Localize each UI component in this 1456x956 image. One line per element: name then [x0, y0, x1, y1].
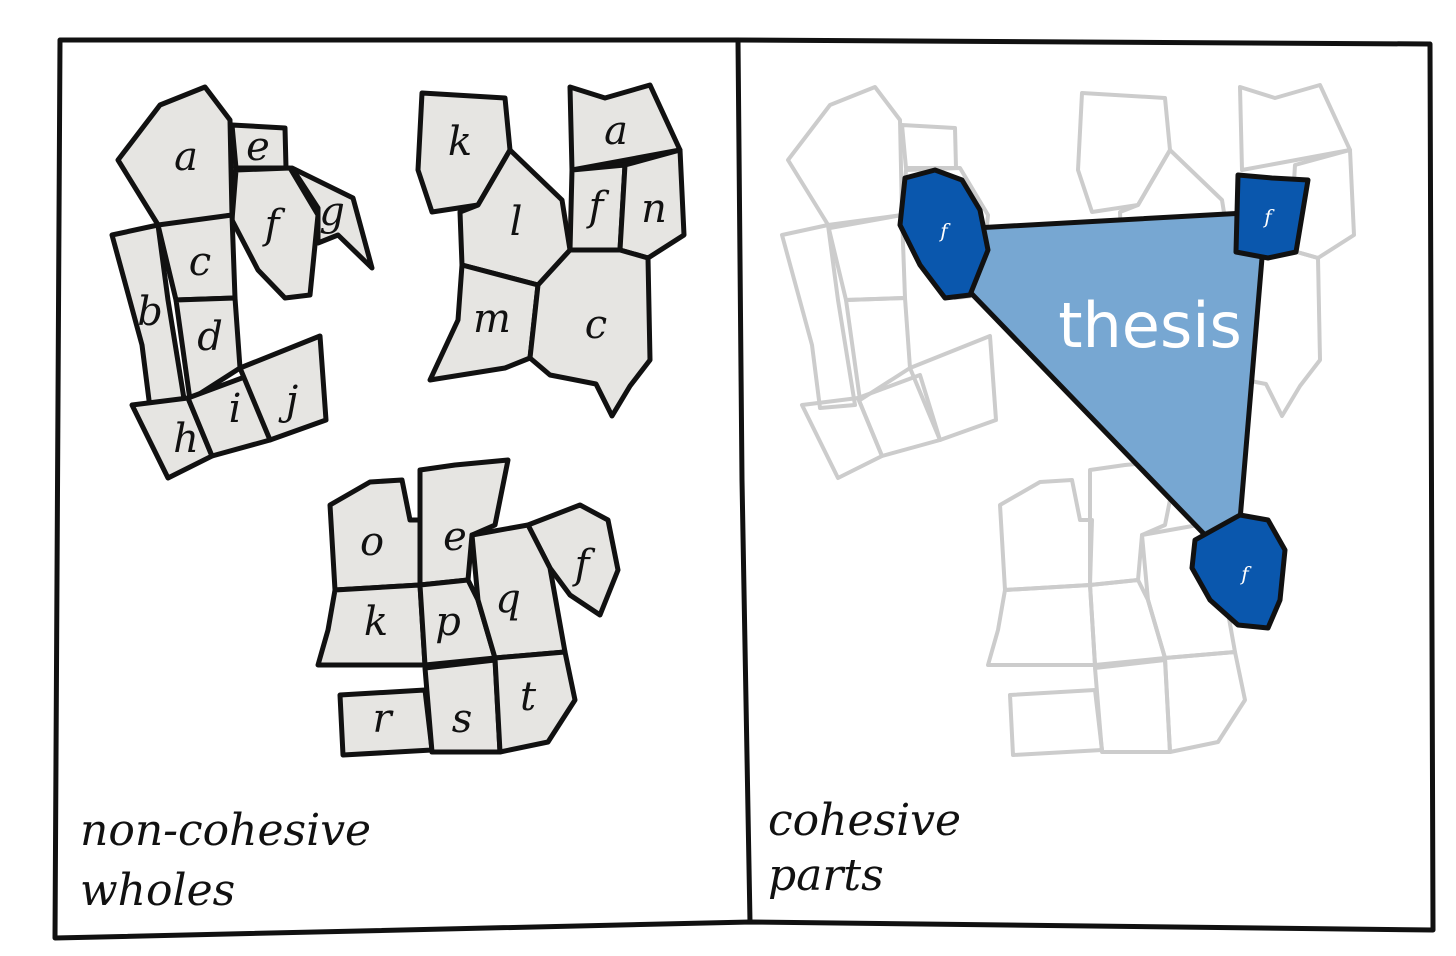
piece: [617, 147, 687, 261]
cell-label: q: [495, 576, 521, 622]
cluster-2: k a l f n m c: [415, 82, 687, 419]
ghost-piece: [780, 223, 857, 410]
right-caption-line1: cohesive: [768, 795, 961, 846]
cell-label: c: [189, 239, 211, 285]
cell-label: p: [435, 599, 461, 645]
cluster-1: a e f g b c d h i j: [109, 84, 375, 481]
left-caption-line1: non-cohesive: [80, 805, 371, 856]
panel-frame: [52, 37, 1436, 941]
panel-divider: [735, 39, 753, 923]
cell-label: k: [448, 119, 472, 165]
cell-label: h: [173, 416, 199, 462]
piece: [289, 165, 375, 271]
piece: [492, 649, 578, 755]
cell-label: d: [197, 314, 223, 360]
ghost-piece: [800, 396, 884, 480]
cell-label: g: [319, 189, 345, 235]
ghost-piece: [900, 123, 958, 170]
ghost-piece: [986, 583, 1097, 667]
ghost-piece: [1076, 91, 1172, 214]
cell-label: a: [604, 108, 628, 154]
left-caption-line2: wholes: [80, 865, 235, 916]
ghost-piece: [1163, 650, 1247, 754]
cell-label: i: [229, 386, 242, 432]
ghost-piece: [998, 478, 1094, 592]
ghost-piece: [1093, 658, 1172, 754]
cell-label: c: [585, 302, 607, 348]
cell-label: a: [174, 134, 198, 180]
cell-label: b: [137, 289, 163, 335]
cell-label: n: [641, 186, 667, 232]
cell-label: r: [372, 696, 394, 742]
f-piece-bottom: [1189, 512, 1288, 631]
thesis-triangle: [967, 210, 1265, 538]
cell-label: k: [364, 599, 388, 645]
cell-label: m: [473, 296, 511, 342]
cell-label: s: [452, 696, 473, 742]
f-piece-right: [1233, 172, 1311, 261]
f-piece-left: [897, 167, 991, 301]
piece: [527, 247, 653, 419]
cell-label: t: [520, 674, 537, 720]
thesis-label: thesis: [1058, 289, 1242, 362]
piece: [567, 82, 683, 173]
ghost-piece: [844, 296, 912, 402]
right-caption-line2: parts: [768, 850, 884, 901]
left-panel: a e f g b c d h i j k a l f n m c: [80, 82, 687, 916]
ghost-piece: [908, 334, 998, 442]
piece: [315, 582, 428, 668]
ghost-piece: [1008, 688, 1104, 757]
cell-label: l: [510, 199, 523, 245]
ghost-piece: [1238, 83, 1352, 172]
right-panel: thesis f f f cohesive parts: [768, 83, 1356, 901]
piece: [237, 333, 329, 443]
cell-label: e: [246, 124, 270, 170]
cell-label: e: [443, 514, 467, 560]
cluster-3: o e f k p q r s t: [315, 457, 621, 758]
ghost-piece: [786, 85, 904, 230]
cell-label: o: [360, 519, 384, 565]
